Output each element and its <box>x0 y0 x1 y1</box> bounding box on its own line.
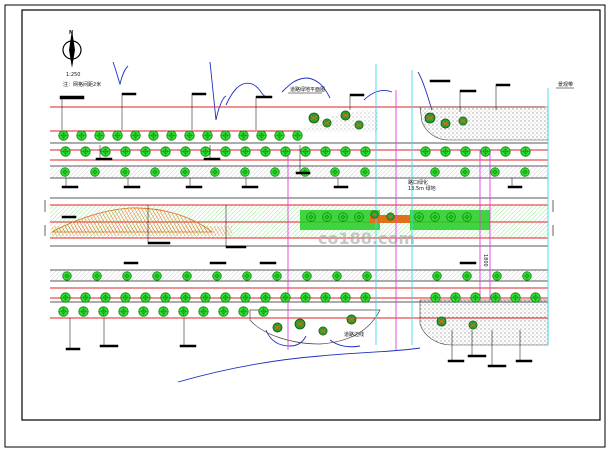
north-arrow-icon: N <box>62 30 82 68</box>
intersection-label: 路口绿化 <box>408 179 428 186</box>
outer-frame <box>4 4 606 448</box>
guide-lines <box>287 64 549 350</box>
road-edge-label: 道路边线 <box>344 331 364 338</box>
median-width-label: 13.5m 绿地 <box>408 185 436 192</box>
hatch-strip-lower <box>50 270 548 281</box>
tree-row-2 <box>60 146 531 157</box>
side-marker-label: 1800 <box>482 254 488 267</box>
watermark: co188.com <box>318 229 415 248</box>
plan-title-label: 道路绿地平面图 <box>290 86 325 93</box>
right-edge-label: 景观带 <box>558 81 573 88</box>
tree-row-1 <box>58 130 303 141</box>
svg-text:N: N <box>69 30 73 36</box>
north-note: 注：网格间距2米 <box>63 81 101 88</box>
central-median: co188.com <box>50 205 548 248</box>
north-scale: 1:250 <box>66 72 80 78</box>
callout-labels <box>59 79 533 368</box>
tree-row-6 <box>58 306 269 317</box>
inner-frame <box>21 9 601 421</box>
section-marks <box>44 200 554 236</box>
